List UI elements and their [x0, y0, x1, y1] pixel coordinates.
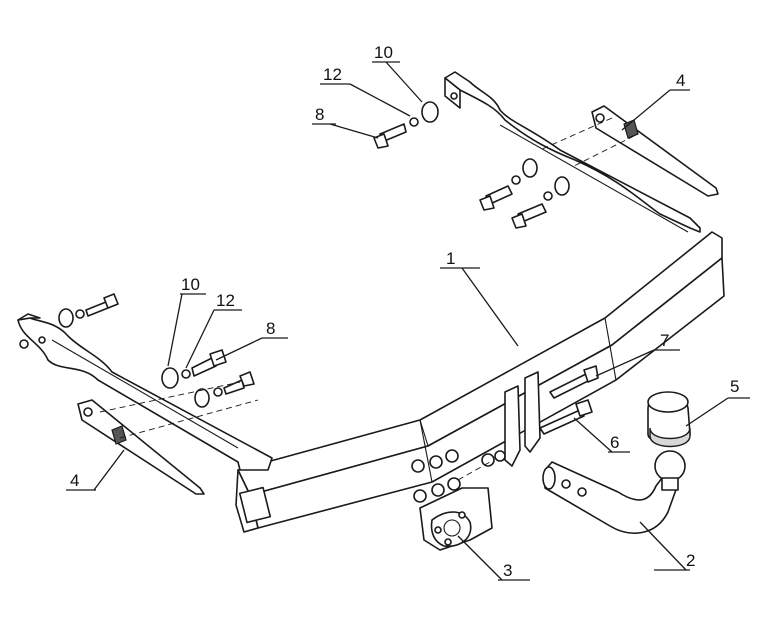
clamp-plate-left — [77, 399, 205, 495]
callout-10-left: 10 — [181, 275, 200, 294]
callout-4-right: 4 — [676, 71, 685, 90]
right-side-bracket — [444, 71, 701, 233]
callout-12-left: 12 — [216, 291, 235, 310]
left-side-bracket — [17, 313, 273, 471]
callout-10-top: 10 — [374, 43, 393, 62]
fasteners-right — [373, 101, 570, 229]
clamp-plate-right — [591, 105, 719, 197]
callout-3: 3 — [503, 561, 512, 580]
callout-leaders — [66, 61, 750, 581]
callout-4-left: 4 — [70, 471, 79, 490]
callout-7: 7 — [660, 331, 669, 350]
crossbar-beam — [235, 231, 725, 533]
nut-stack — [411, 449, 461, 503]
callout-5: 5 — [730, 377, 739, 396]
assembly-lines — [99, 117, 635, 481]
callout-8-left: 8 — [266, 319, 275, 338]
callout-8-top: 8 — [315, 105, 324, 124]
callout-2: 2 — [686, 551, 695, 570]
callout-12-top: 12 — [323, 65, 342, 84]
fasteners-left — [58, 293, 255, 408]
tow-ball-neck — [542, 450, 686, 534]
callout-numbers: 1 2 3 4 4 5 6 7 8 8 10 10 12 12 — [70, 43, 739, 580]
callout-1: 1 — [446, 249, 455, 268]
center-bracket — [481, 371, 541, 467]
ball-cover — [647, 391, 691, 448]
callout-6: 6 — [610, 433, 619, 452]
socket-plate — [419, 487, 493, 551]
bolts-center — [539, 365, 599, 435]
